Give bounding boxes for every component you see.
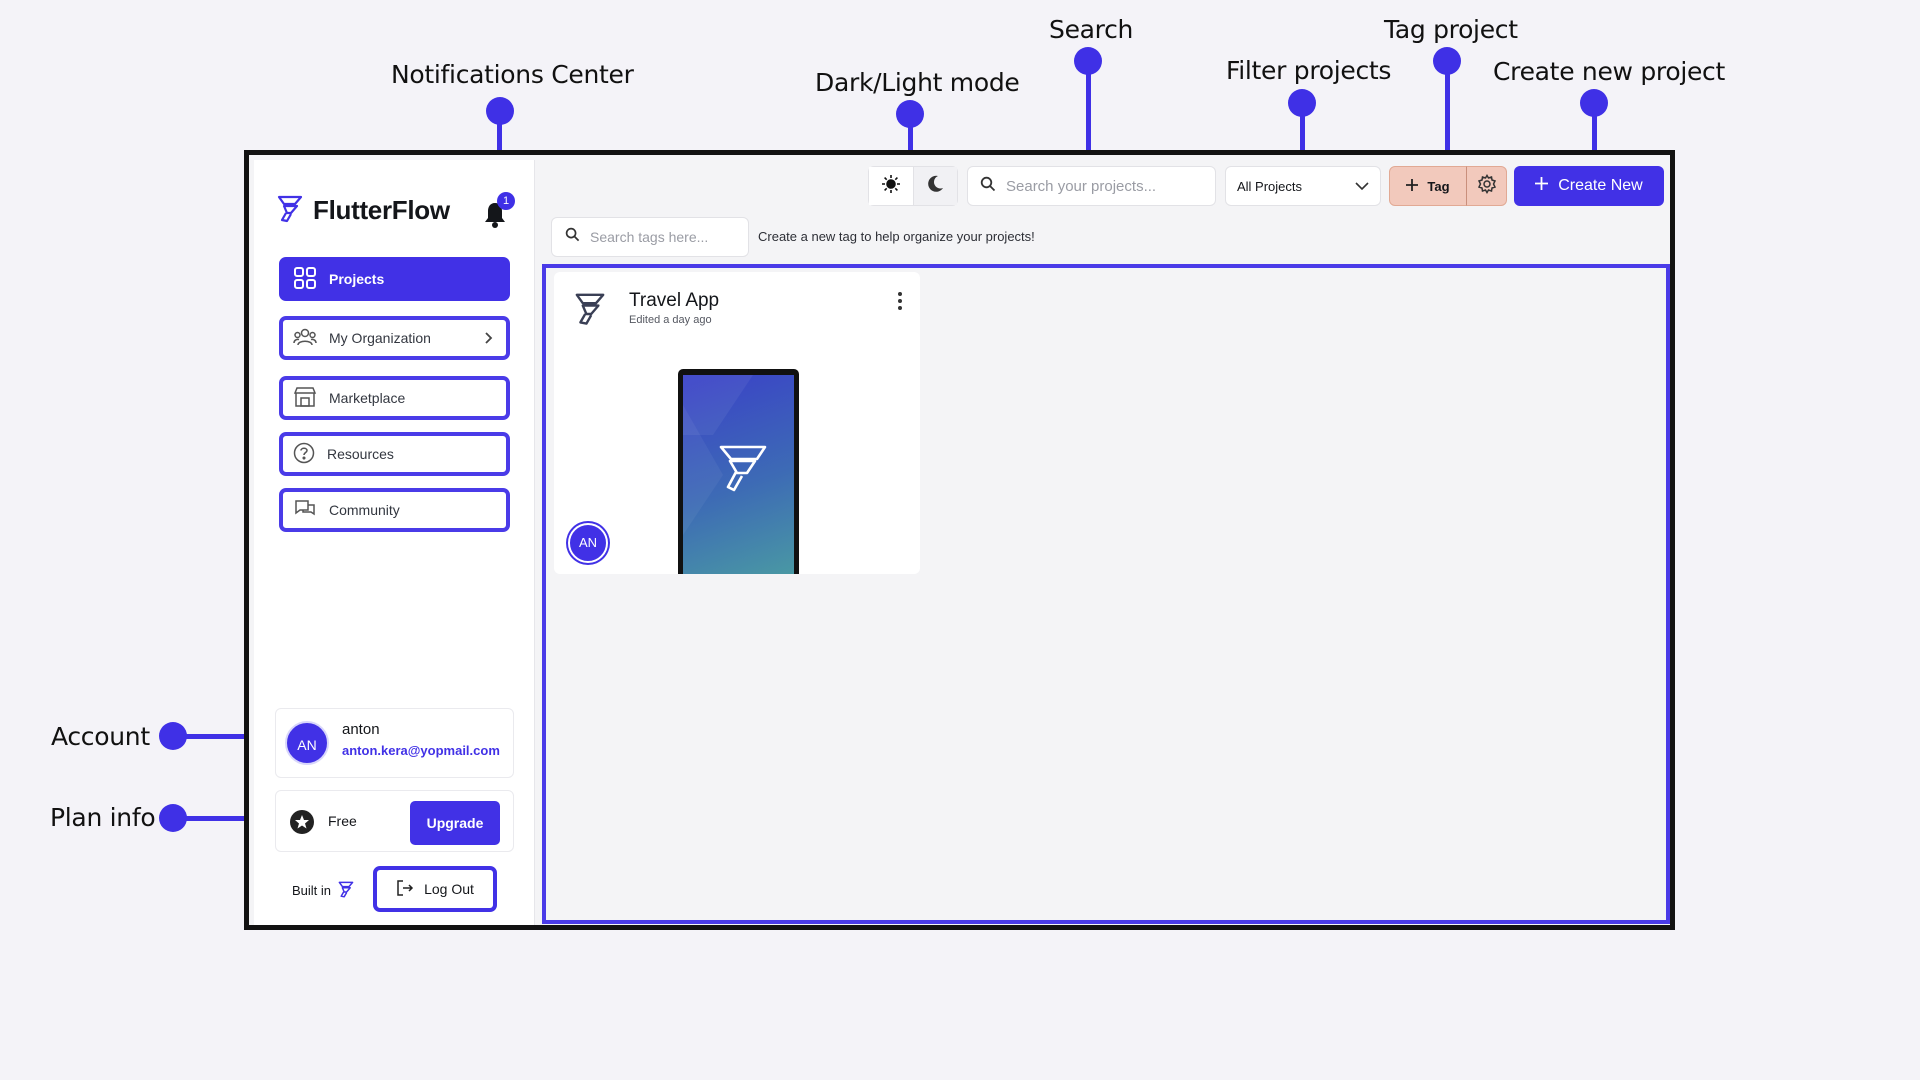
sidebar-item-label: Projects <box>329 271 385 287</box>
sidebar-item-community[interactable]: Community <box>279 488 510 532</box>
built-in-badge: Built in <box>292 880 355 901</box>
notification-count-badge: 1 <box>497 192 515 210</box>
plan-name: Free <box>328 813 357 829</box>
sidebar-item-label: My Organization <box>329 330 431 346</box>
callout-account-line <box>180 734 272 739</box>
project-filter-select[interactable]: All Projects <box>1225 166 1381 206</box>
project-preview-screen <box>683 375 794 574</box>
search-icon <box>565 227 580 247</box>
callout-filter-line <box>1300 103 1305 168</box>
plan-card: Free Upgrade <box>275 790 514 852</box>
callout-create-label: Create new project <box>1493 57 1726 86</box>
sidebar: FlutterFlow 1 Projects My Organization <box>254 160 535 925</box>
project-search <box>967 166 1216 206</box>
logout-button[interactable]: Log Out <box>373 866 497 912</box>
callout-tag-line <box>1445 61 1450 168</box>
sidebar-item-resources[interactable]: Resources <box>279 432 510 476</box>
callout-tag-label: Tag project <box>1384 15 1518 44</box>
flutterflow-small-icon <box>337 880 355 901</box>
app-window: FlutterFlow 1 Projects My Organization <box>244 150 1675 930</box>
sidebar-item-my-organization[interactable]: My Organization <box>279 316 510 360</box>
account-card[interactable]: AN anton anton.kera@yopmail.com <box>275 708 514 778</box>
tag-project-button[interactable]: Tag <box>1389 166 1467 206</box>
light-mode-button[interactable] <box>869 167 914 205</box>
gear-icon <box>1477 173 1497 199</box>
sun-icon <box>881 174 901 199</box>
account-name: anton <box>342 721 380 738</box>
plus-icon <box>1535 177 1549 195</box>
callout-account-label: Account <box>51 722 150 751</box>
store-icon <box>293 386 317 411</box>
plus-icon <box>1406 178 1419 194</box>
help-circle-icon <box>293 442 315 467</box>
chevron-right-icon <box>482 331 494 348</box>
project-card[interactable]: Travel App Edited a day ago AN <box>554 272 920 574</box>
callout-plan-line <box>180 816 272 821</box>
create-new-label: Create New <box>1558 177 1643 194</box>
sidebar-item-label: Resources <box>327 446 394 462</box>
logo[interactable]: FlutterFlow <box>275 193 450 228</box>
flutterflow-logo-icon <box>275 193 305 228</box>
tag-search <box>551 217 749 257</box>
upgrade-button[interactable]: Upgrade <box>410 801 500 845</box>
chevron-down-icon <box>1354 179 1370 196</box>
logout-icon <box>396 879 414 900</box>
grid-icon <box>293 266 317 293</box>
moon-icon <box>925 174 945 199</box>
tag-hint-text: Create a new tag to help organize your p… <box>758 229 1035 244</box>
sidebar-item-marketplace[interactable]: Marketplace <box>279 376 510 420</box>
callout-dark-light-line <box>908 114 913 168</box>
tag-label: Tag <box>1427 178 1450 194</box>
search-icon <box>980 176 996 197</box>
projects-grid: Travel App Edited a day ago AN <box>542 264 1670 924</box>
dark-mode-button[interactable] <box>913 167 957 205</box>
project-edited: Edited a day ago <box>629 314 712 326</box>
more-vertical-icon[interactable] <box>894 290 906 312</box>
tag-search-input[interactable] <box>590 229 740 245</box>
flutterflow-logo-icon <box>572 290 608 331</box>
account-email: anton.kera@yopmail.com <box>342 743 500 758</box>
project-title: Travel App <box>629 290 720 311</box>
star-icon <box>290 810 314 839</box>
tag-settings-button[interactable] <box>1466 166 1507 206</box>
app-name: FlutterFlow <box>313 195 450 225</box>
callout-search-line <box>1086 61 1091 168</box>
sidebar-item-projects[interactable]: Projects <box>279 257 510 301</box>
built-in-label: Built in <box>292 883 332 898</box>
users-icon <box>293 327 317 350</box>
project-filter-value: All Projects <box>1237 178 1303 194</box>
logout-label: Log Out <box>424 881 474 897</box>
callout-notifications-line <box>497 112 502 180</box>
callout-search-label: Search <box>1049 15 1134 44</box>
project-preview-phone <box>678 369 799 574</box>
sidebar-item-label: Marketplace <box>329 390 406 406</box>
sidebar-item-label: Community <box>329 502 400 518</box>
project-owner-avatar: AN <box>568 523 608 563</box>
callout-filter-label: Filter projects <box>1226 56 1392 85</box>
callout-plan-label: Plan info <box>50 803 156 832</box>
callout-dark-light-label: Dark/Light mode <box>815 68 1020 97</box>
chat-icon <box>293 498 317 523</box>
project-search-input[interactable] <box>1006 177 1196 195</box>
theme-toggle <box>868 166 958 206</box>
callout-notifications-label: Notifications Center <box>391 60 634 89</box>
callout-create-line <box>1592 103 1597 168</box>
avatar: AN <box>285 721 329 765</box>
create-new-project-button[interactable]: Create New <box>1514 166 1664 206</box>
